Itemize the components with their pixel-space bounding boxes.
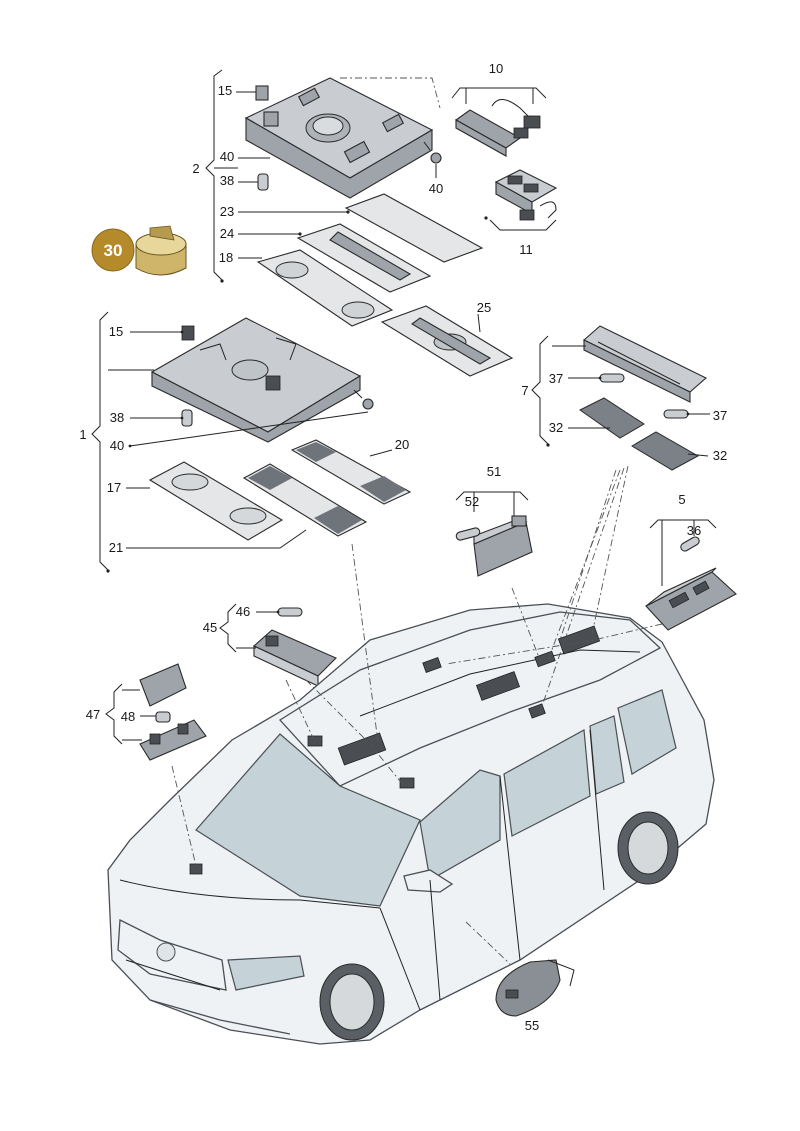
label-45: 45 xyxy=(203,620,217,635)
lens-18 xyxy=(238,249,394,327)
screw-40-upper xyxy=(423,141,442,178)
label-46: 46 xyxy=(236,604,250,619)
lamp-51 xyxy=(473,515,533,577)
lamp-45 xyxy=(236,629,337,687)
label-47: 47 xyxy=(86,707,100,722)
car-illustration xyxy=(107,603,715,1045)
label-38-upper: 38 xyxy=(220,173,234,188)
label-51: 51 xyxy=(487,464,501,479)
bulb-37-right xyxy=(663,409,710,419)
label-10: 10 xyxy=(489,61,503,76)
panel-25 xyxy=(380,305,514,377)
label-36: 36 xyxy=(687,523,701,538)
label-37-right: 37 xyxy=(713,408,727,423)
label-15-lower: 15 xyxy=(109,324,123,339)
bracket-group-2 xyxy=(205,69,224,283)
module-10 xyxy=(454,99,541,157)
bulb-48 xyxy=(140,711,171,723)
module-7 xyxy=(552,325,707,403)
bulb-38-lower xyxy=(130,409,193,427)
label-5: 5 xyxy=(678,492,685,507)
bulb-37-left xyxy=(568,373,625,383)
label-40-upper-left: 40 xyxy=(220,149,234,164)
label-21: 21 xyxy=(109,540,123,555)
label-2: 2 xyxy=(192,161,199,176)
lens-32-left xyxy=(568,397,645,439)
lens-17 xyxy=(126,461,284,541)
label-24: 24 xyxy=(220,226,234,241)
module-11 xyxy=(484,169,558,221)
bulb-15-upper xyxy=(236,85,269,101)
label-37-left: 37 xyxy=(549,371,563,386)
badge-30: 30 xyxy=(91,225,187,276)
label-55: 55 xyxy=(525,1018,539,1033)
bracket-group-51 xyxy=(455,491,529,520)
bulb-52 xyxy=(455,527,481,541)
label-52: 52 xyxy=(465,494,479,509)
lamp-47-lower xyxy=(122,719,207,761)
label-32-right: 32 xyxy=(713,448,727,463)
leader-40-lower xyxy=(129,411,369,447)
label-15-upper: 15 xyxy=(218,83,232,98)
lens-20 xyxy=(290,439,412,505)
panel-24 xyxy=(238,223,432,293)
panel-23 xyxy=(238,193,484,263)
label-25: 25 xyxy=(477,300,491,315)
bulb-36 xyxy=(680,536,700,552)
screw-40-lower xyxy=(353,389,374,410)
bracket-group-10 xyxy=(451,87,547,104)
bracket-group-47 xyxy=(105,683,123,745)
bracket-group-45 xyxy=(219,603,237,653)
bracket-group-5 xyxy=(649,519,717,586)
label-40-upper-right: 40 xyxy=(429,181,443,196)
badge-number: 30 xyxy=(104,241,123,260)
dashed-leaders xyxy=(171,465,663,965)
lamp-47 xyxy=(122,663,187,707)
roof-console-upper xyxy=(244,77,441,199)
lens-32-right xyxy=(631,431,709,471)
label-18: 18 xyxy=(219,250,233,265)
label-7: 7 xyxy=(521,383,528,398)
label-32-left: 32 xyxy=(549,420,563,435)
label-40-lower: 40 xyxy=(110,438,124,453)
label-23: 23 xyxy=(220,204,234,219)
label-17: 17 xyxy=(107,480,121,495)
roof-console-lower xyxy=(108,317,362,443)
label-20: 20 xyxy=(395,437,409,452)
bulb-46 xyxy=(256,607,303,617)
bracket-group-7 xyxy=(531,335,550,447)
part-labels: 15 2 40 38 40 10 11 23 24 18 25 15 1 38 … xyxy=(79,61,727,1033)
bracket-group-1 xyxy=(91,311,110,573)
lens-21 xyxy=(126,463,368,549)
lamp-5 xyxy=(645,567,737,631)
label-1: 1 xyxy=(79,427,86,442)
bulb-15-lower xyxy=(130,325,195,341)
label-11: 11 xyxy=(519,242,533,257)
bracket-group-11 xyxy=(489,219,557,231)
label-48: 48 xyxy=(121,709,135,724)
label-38-lower: 38 xyxy=(110,410,124,425)
lamp-55 xyxy=(495,959,575,1017)
bulb-38-upper xyxy=(238,173,269,191)
